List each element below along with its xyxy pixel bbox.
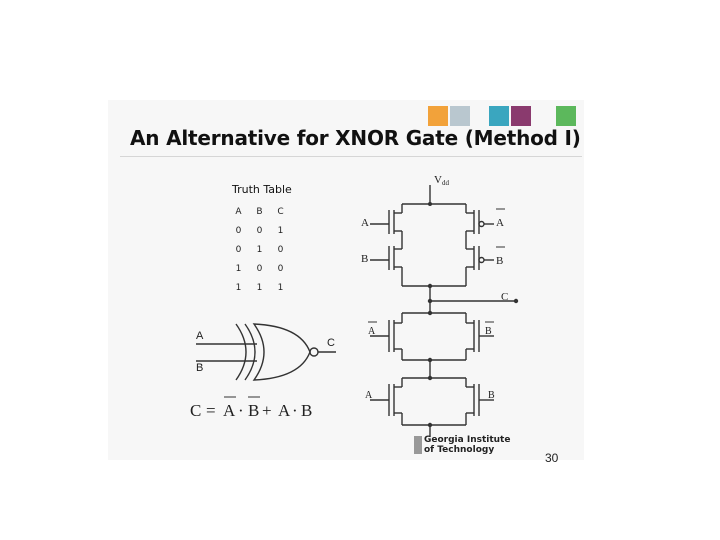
header-square-5 — [556, 106, 576, 126]
truth-table-row: 1 1 1 — [228, 278, 291, 297]
slide-title: An Alternative for XNOR Gate (Method I) — [130, 126, 581, 150]
truth-table-header-c: C — [277, 206, 284, 217]
equation-term-b: B — [301, 401, 312, 420]
equation-dot: · — [238, 401, 244, 420]
truth-table-cell: 1 — [235, 282, 242, 293]
equation-dot: · — [292, 401, 298, 420]
pmos-gate-bubble — [478, 220, 485, 228]
pmos-input-b-label: B — [361, 253, 368, 265]
nmos-input-b-bar-label: B — [485, 326, 492, 337]
xnor-equation: C = A · B + A · B — [190, 401, 312, 420]
junction-dot — [427, 422, 433, 428]
truth-table-header-row: A B C — [228, 202, 291, 221]
equation-plus: + — [262, 401, 272, 420]
junction-dot — [427, 357, 433, 363]
header-square-1 — [428, 106, 448, 126]
truth-table-cell: 1 — [235, 263, 242, 274]
truth-table-cell: 0 — [277, 263, 284, 274]
pmos-input-a-label: A — [361, 217, 369, 229]
pmos-gate-bubble — [478, 256, 485, 264]
header-square-4 — [511, 106, 531, 126]
junction-dot — [427, 298, 433, 304]
truth-table-cell: 1 — [277, 282, 284, 293]
vdd-label: Vdd — [434, 174, 449, 187]
nmos-top-pair — [370, 312, 494, 361]
junction-dot — [427, 283, 433, 289]
equation-equals: = — [206, 401, 216, 420]
equation-term-a: A — [278, 401, 291, 420]
page-number: 30 — [545, 451, 559, 465]
truth-table-cell: 1 — [256, 244, 263, 255]
truth-table-cell: 0 — [235, 225, 242, 236]
header-square-2 — [450, 106, 470, 126]
pmos-input-a-bar-label: A — [496, 217, 504, 229]
junction-dot — [427, 310, 433, 316]
pmos-right-stack — [465, 204, 494, 286]
header-square-3 — [489, 106, 509, 126]
truth-table-cell: 0 — [256, 263, 263, 274]
truth-table-cell: 1 — [277, 225, 284, 236]
equation-term-a-bar: A — [223, 401, 236, 420]
gate-output-label: C — [327, 337, 335, 349]
pmos-left-stack — [370, 204, 403, 286]
nmos-input-a-bar-label: A — [368, 326, 376, 337]
georgia-tech-logo: Georgia Institute of Technology — [414, 432, 524, 460]
equation-term-b-bar: B — [248, 401, 259, 420]
truth-table-header-b: B — [256, 206, 263, 217]
truth-table-cell: 1 — [256, 282, 263, 293]
logo-mark-icon — [414, 436, 422, 454]
gate-input-a-label: A — [196, 330, 204, 342]
pmos-input-b-bar-label: B — [496, 255, 503, 267]
circuit-output-label: C — [501, 291, 508, 303]
equation-lhs: C — [190, 401, 201, 420]
nmos-input-a-label: A — [365, 390, 373, 401]
truth-table-header-a: A — [235, 206, 242, 217]
truth-table-row: 1 0 0 — [228, 259, 291, 278]
vdd-rail — [402, 185, 466, 205]
title-divider — [120, 156, 582, 157]
slide-background — [108, 100, 584, 460]
truth-table-title: Truth Table — [232, 183, 292, 196]
logo-line-1: Georgia Institute — [424, 435, 511, 445]
output-terminal-dot — [513, 298, 519, 304]
output-node-wiring — [402, 285, 516, 313]
truth-table-cell: 0 — [235, 244, 242, 255]
truth-table-cell: 0 — [256, 225, 263, 236]
gate-input-b-label: B — [196, 362, 203, 374]
truth-table-row: 0 0 1 — [228, 221, 291, 240]
nmos-input-b-label: B — [488, 390, 495, 401]
truth-table: A B C 0 0 1 0 1 0 1 0 0 1 1 1 — [228, 202, 291, 297]
truth-table-cell: 0 — [277, 244, 284, 255]
logo-line-2: of Technology — [424, 445, 495, 455]
xnor-gate-symbol — [196, 323, 336, 381]
truth-table-row: 0 1 0 — [228, 240, 291, 259]
label-overbars — [224, 208, 505, 398]
junction-dot — [428, 202, 432, 206]
nmos-bottom-pair — [370, 377, 494, 437]
junction-dot — [427, 375, 433, 381]
